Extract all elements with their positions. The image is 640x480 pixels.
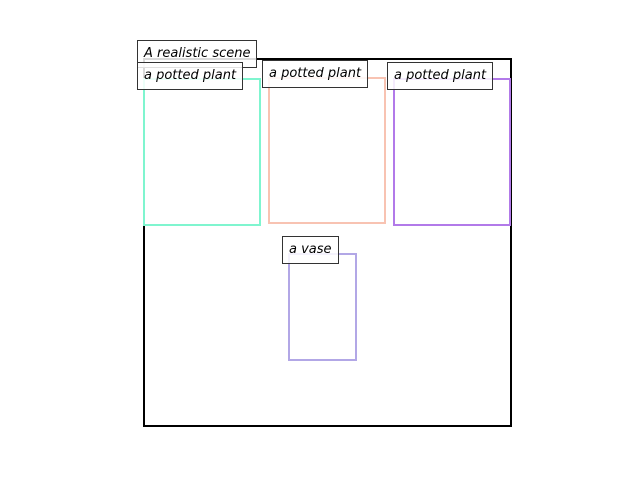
- object-box-potted-plant-1: [143, 78, 261, 226]
- object-box-vase: [288, 253, 357, 361]
- object-label-potted-plant-1: a potted plant: [137, 62, 244, 90]
- scene-frame: [143, 58, 512, 427]
- object-label-potted-plant-2: a potted plant: [262, 60, 369, 88]
- object-box-potted-plant-3: [393, 78, 511, 226]
- object-label-potted-plant-3: a potted plant: [387, 62, 494, 90]
- object-box-potted-plant-2: [268, 77, 386, 224]
- object-label-vase: a vase: [282, 236, 339, 264]
